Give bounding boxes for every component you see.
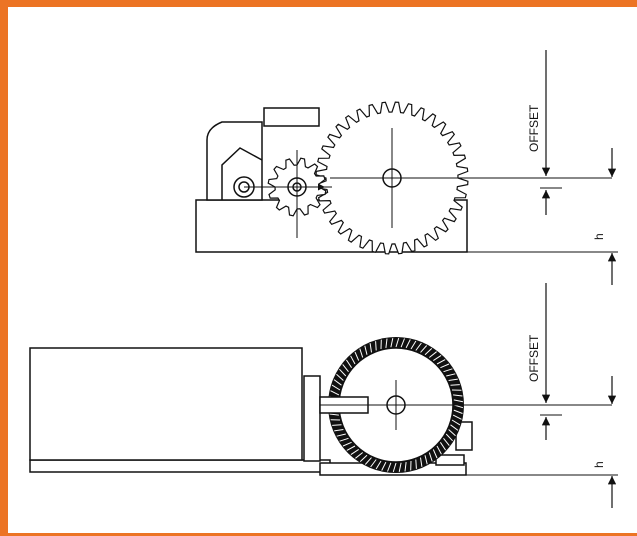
knurl-tick [432, 449, 438, 459]
bottom-h-label: h [592, 461, 606, 468]
knurl-tick [342, 441, 352, 447]
knurl-tick [452, 414, 462, 420]
knurl-tick [436, 359, 446, 365]
top-mount-block [263, 107, 320, 127]
bottom-base-rail [29, 459, 331, 473]
knurl-tick [375, 341, 377, 351]
knurl-tick [346, 445, 356, 451]
knurl-tick [453, 399, 464, 403]
knurl-tick [387, 462, 392, 472]
knurl-tick [381, 461, 387, 471]
knurl-tick [339, 368, 347, 377]
top-offset-label: OFFSET [527, 104, 541, 152]
knurl-tick [345, 359, 353, 368]
knurl-tick [336, 373, 344, 381]
knurl-tick [342, 364, 349, 373]
knurl-tick [453, 394, 463, 397]
knurl-tick [398, 462, 402, 473]
knurl-tick [440, 363, 450, 369]
knurl-tick [451, 419, 461, 426]
knurl-tick [359, 454, 368, 462]
knurl-tick [443, 368, 453, 373]
knurl-tick [433, 354, 442, 362]
knurl-tick [439, 442, 447, 451]
knurl-tick [390, 337, 394, 348]
knurl-tick [364, 457, 372, 465]
knurl-tick [330, 390, 340, 396]
knurl-tick [392, 462, 397, 473]
knurl-tick [339, 437, 349, 442]
knurl-tick [405, 339, 411, 349]
top-bracket-slot [221, 147, 263, 200]
knurl-tick [369, 343, 372, 353]
knurl-tick [420, 457, 423, 467]
knurl-tick [448, 429, 456, 437]
knurl-tick [375, 460, 382, 470]
knurl-tick [350, 355, 356, 365]
bottom-diagram [29, 283, 618, 508]
knurl-tick [355, 452, 364, 459]
knurl-tick [359, 348, 364, 358]
knurl-tick [395, 337, 400, 348]
knurl-tick [415, 342, 422, 351]
knurl-tick [428, 452, 433, 462]
knurl-tick [453, 409, 463, 414]
knurl-tick [410, 340, 417, 350]
knurl-tick [448, 378, 458, 381]
top-diagram [195, 50, 618, 285]
knurl-tick [424, 455, 428, 465]
knurl-tick [404, 462, 407, 472]
knurl-tick [443, 437, 450, 446]
bottom-offset-label: OFFSET [527, 334, 541, 382]
knurl-tick [436, 445, 442, 455]
knurl-tick [385, 338, 388, 348]
knurl-tick [333, 379, 342, 386]
knurl-tick [400, 338, 405, 348]
knurl-tick [350, 448, 359, 456]
knurl-tick [354, 351, 360, 361]
knurl-tick [424, 348, 433, 356]
knurl-tick [450, 384, 460, 386]
knurl-tick [450, 424, 459, 431]
knurl-tick [420, 345, 428, 353]
knurl-tick [446, 373, 456, 377]
knurl-tick [336, 433, 346, 437]
knurl-tick [334, 429, 344, 432]
knurl-tick [329, 413, 339, 416]
top-h-label: h [592, 233, 606, 240]
bottom-foot-block [435, 454, 465, 466]
knurl-tick [364, 345, 368, 355]
knurl-tick [370, 459, 377, 468]
bottom-motor-flange [303, 375, 321, 462]
knurl-tick [428, 351, 437, 358]
bottom-motor-body [29, 347, 303, 461]
knurl-tick [415, 459, 417, 469]
knurl-tick [445, 433, 453, 442]
knurl-tick [331, 384, 341, 391]
knurl-tick [332, 424, 342, 426]
bottom-knurl-pattern [328, 337, 464, 473]
